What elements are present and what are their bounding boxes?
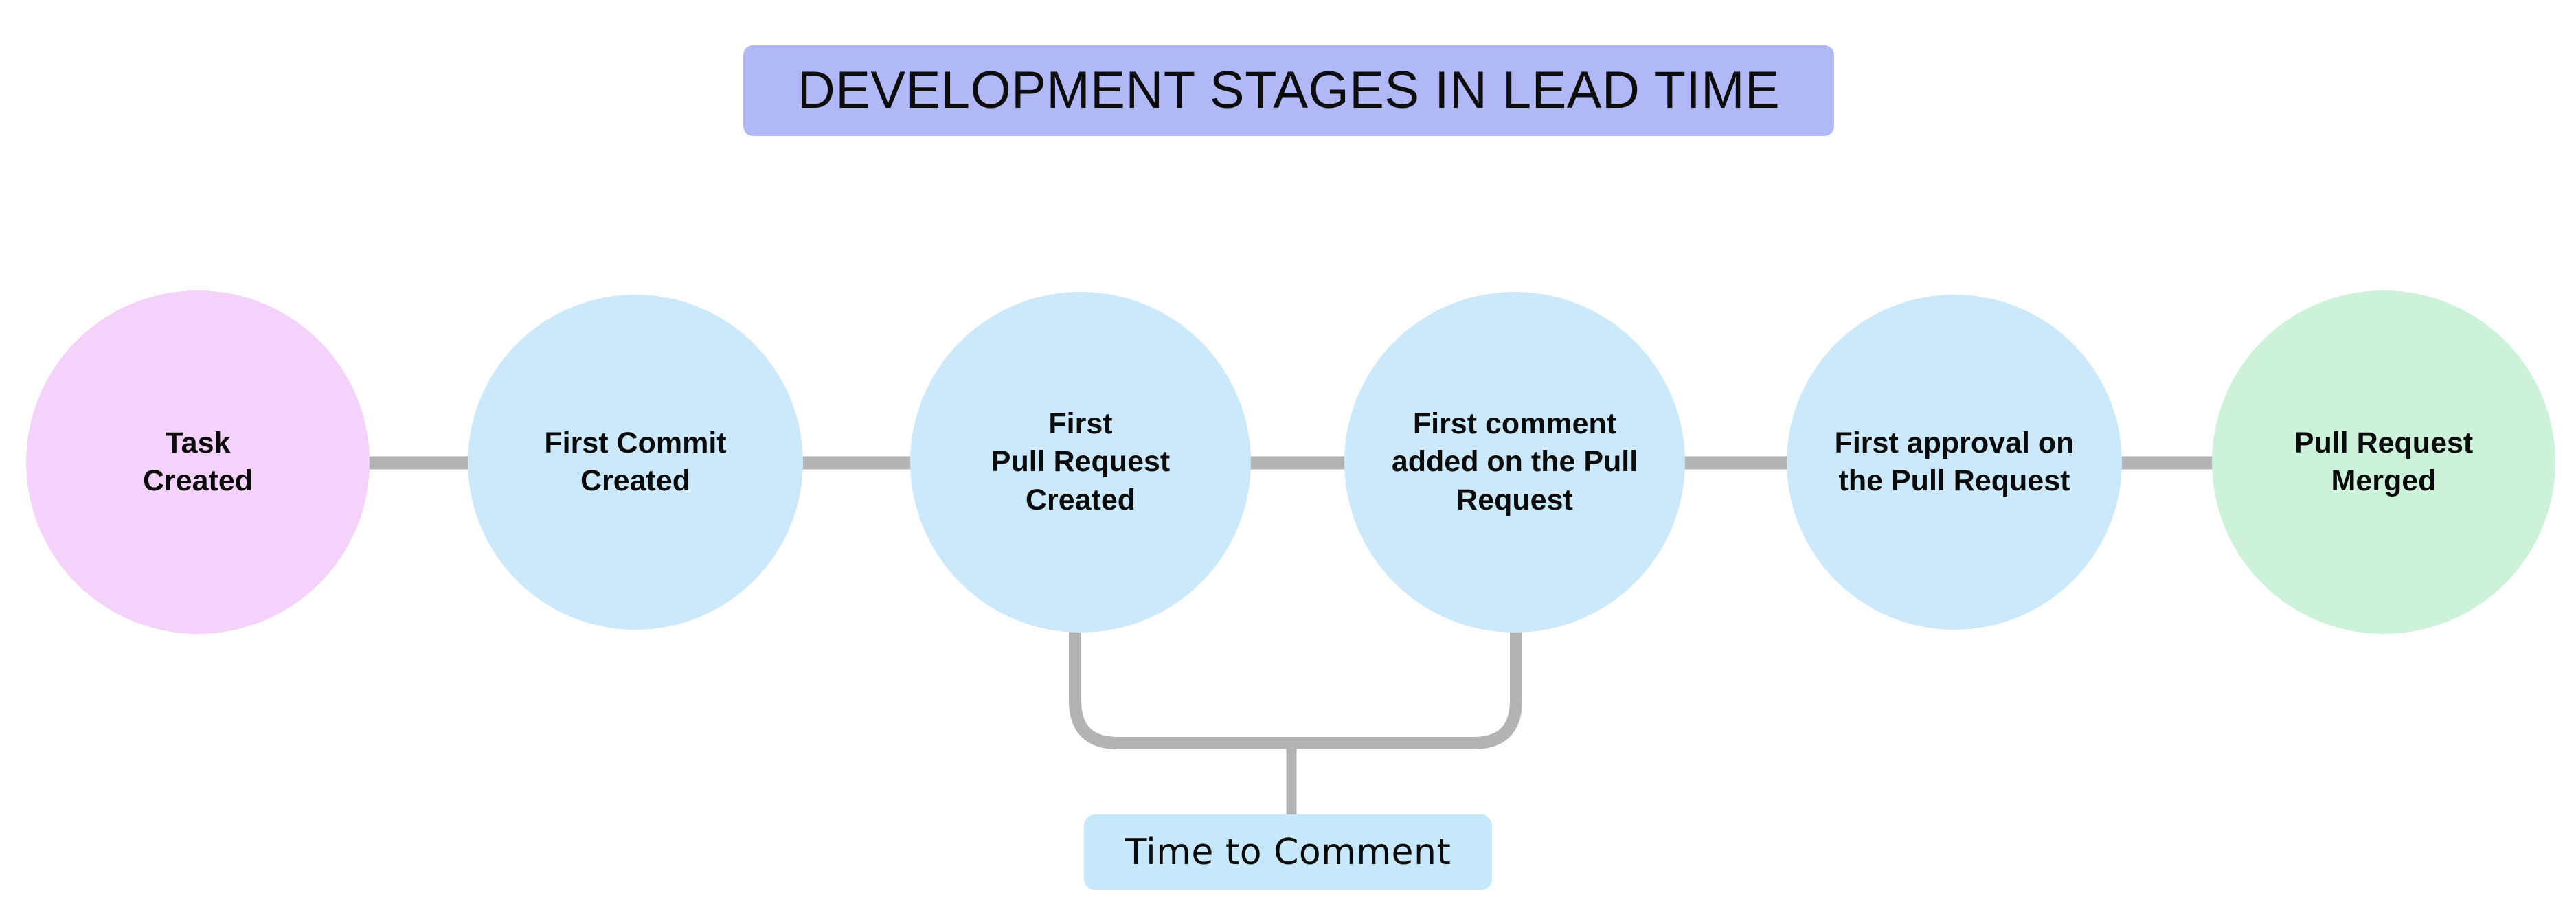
node-label: First approval on the Pull Request <box>1834 426 2075 497</box>
node-label: First Commit Created <box>544 426 727 497</box>
node-label: Pull Request Merged <box>2294 426 2474 497</box>
measurement-bracket <box>1069 628 1522 749</box>
measurement-label-box[interactable]: Time to Comment <box>1084 814 1492 890</box>
node-first-pull-request-created[interactable]: First Pull Request Created <box>910 292 1251 633</box>
node-task-created[interactable]: Task Created <box>26 290 370 634</box>
page-title: DEVELOPMENT STAGES IN LEAD TIME <box>797 61 1781 119</box>
node-first-comment-added[interactable]: First comment added on the Pull Request <box>1344 292 1685 633</box>
node-label: First comment added on the Pull Request <box>1391 407 1638 516</box>
diagram-title-banner: DEVELOPMENT STAGES IN LEAD TIME <box>743 45 1834 136</box>
node-first-approval[interactable]: First approval on the Pull Request <box>1787 295 2122 630</box>
node-first-commit-created[interactable]: First Commit Created <box>468 295 803 630</box>
measurement-label: Time to Comment <box>1125 832 1451 873</box>
node-label: First Pull Request Created <box>991 407 1171 516</box>
node-label: Task Created <box>142 426 253 497</box>
node-pull-request-merged[interactable]: Pull Request Merged <box>2212 290 2555 634</box>
